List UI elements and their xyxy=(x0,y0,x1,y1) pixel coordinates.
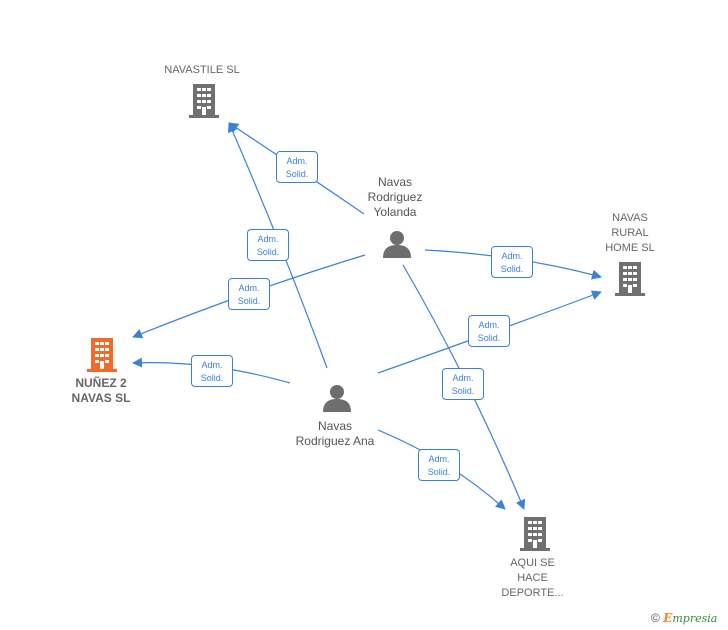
edge-label-ana-aqui-se-hace[interactable]: Adm. Solid. xyxy=(418,449,460,481)
edge-label-yolanda-navastile[interactable]: Adm. Solid. xyxy=(276,151,318,183)
company-label-navastile[interactable]: NAVASTILE SL xyxy=(164,64,240,76)
edge-label-yolanda-navas-rural[interactable]: Adm. Solid. xyxy=(491,246,533,278)
company-label-nunez2[interactable]: NUÑEZ 2 NAVAS SL xyxy=(71,376,131,405)
edge-label-ana-navas-rural[interactable]: Adm. Solid. xyxy=(468,315,510,347)
edge-label-ana-nunez2[interactable]: Adm. Solid. xyxy=(191,355,233,387)
brand-name: mpresia xyxy=(672,612,718,625)
company-label-aqui-se-hace[interactable]: AQUI SE HACE DEPORTE... xyxy=(501,557,564,599)
company-label-navas-rural[interactable]: NAVAS RURAL HOME SL xyxy=(605,212,655,254)
edge-label-ana-navastile[interactable]: Adm. Solid. xyxy=(247,229,289,261)
edge-label-yolanda-nunez2[interactable]: Adm. Solid. xyxy=(228,278,270,310)
empresia-logo: © Empresia xyxy=(651,611,717,625)
building-icon[interactable] xyxy=(189,84,219,118)
building-icon[interactable] xyxy=(615,262,645,296)
copyright-symbol: © xyxy=(651,611,660,625)
edge-label-yolanda-aqui-se-hace[interactable]: Adm. Solid. xyxy=(442,368,484,400)
building-icon[interactable] xyxy=(87,338,117,372)
person-label-yolanda[interactable]: Navas Rodriguez Yolanda xyxy=(367,175,423,219)
person-icon[interactable] xyxy=(382,230,412,258)
building-icon[interactable] xyxy=(520,517,550,551)
brand-initial: E xyxy=(663,611,673,625)
person-icon[interactable] xyxy=(322,384,352,412)
person-label-ana[interactable]: Navas Rodriguez Ana xyxy=(295,419,375,448)
